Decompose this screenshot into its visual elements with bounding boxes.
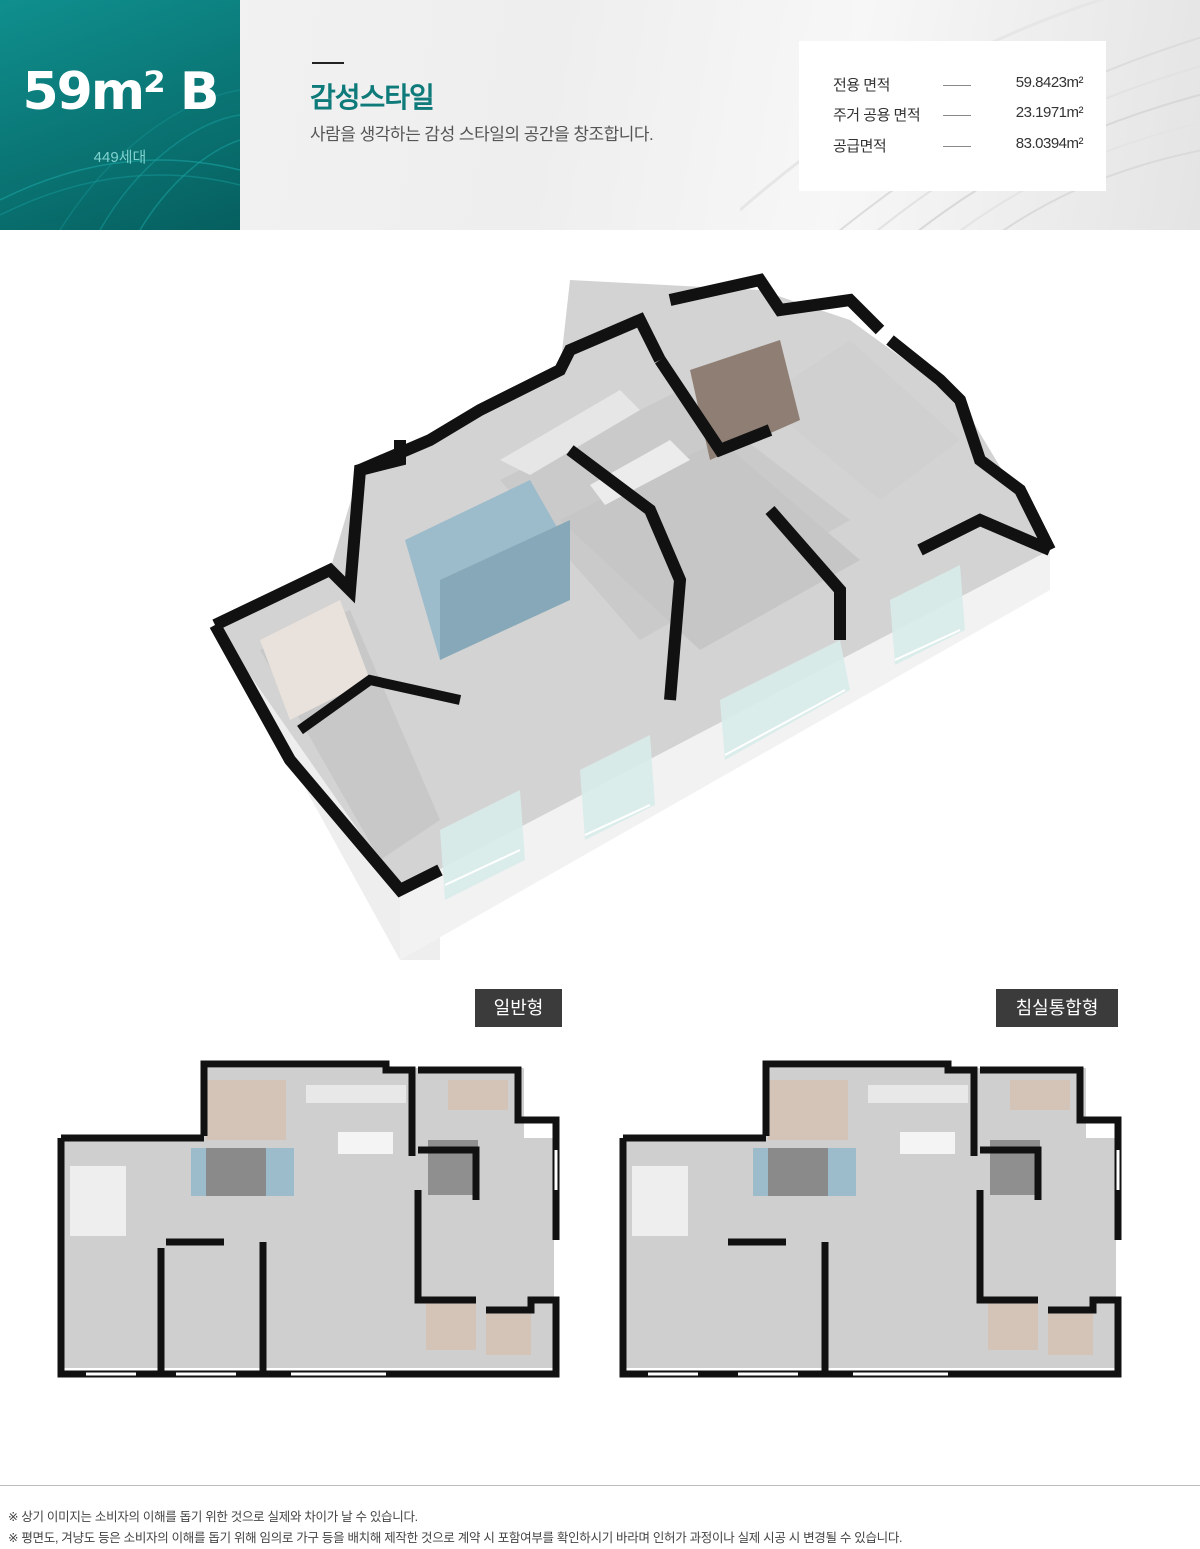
area-info-box: 전용 면적 59.8423m² 주거 공용 면적 23.1971m² 공급면적 … (799, 41, 1106, 191)
area-dash (943, 146, 971, 147)
style-description: 사람을 생각하는 감성 스타일의 공간을 창조합니다. (310, 125, 654, 144)
badge-swirl (0, 89, 240, 230)
area-row: 주거 공용 면적 23.1971m² (833, 104, 1084, 128)
area-value: 83.0394m² (1015, 135, 1084, 152)
disclaimer-note: ※ 상기 이미지는 소비자의 이해를 돕기 위한 것으로 실제와 차이가 날 수… (8, 1510, 418, 1524)
isometric-floor-plan (209, 273, 1056, 960)
unit-type-title: 59m² B (22, 62, 219, 122)
unit-badge: 59m² B 449세대 (0, 0, 240, 230)
area-label: 공급면적 (833, 138, 887, 155)
style-title: 감성스타일 (310, 82, 435, 113)
plan-type-tag-integrated-bedroom: 침실통합형 (996, 989, 1118, 1027)
area-row: 전용 면적 59.8423m² (833, 74, 1084, 98)
area-value: 59.8423m² (1015, 74, 1084, 91)
area-dash (943, 115, 971, 116)
floor-plan-general (57, 1060, 560, 1378)
plan-type-tag-general: 일반형 (475, 989, 562, 1027)
disclaimer-note: ※ 평면도, 겨냥도 등은 소비자의 이해를 돕기 위해 임의로 가구 등을 배… (8, 1531, 903, 1545)
title-accent-bar (312, 62, 344, 64)
floor-plan-integrated-bedroom (619, 1060, 1122, 1378)
area-label: 전용 면적 (833, 77, 890, 94)
area-value: 23.1971m² (1015, 104, 1084, 121)
area-row: 공급면적 83.0394m² (833, 135, 1084, 159)
area-dash (943, 85, 971, 86)
unit-count: 449세대 (93, 149, 147, 166)
footer-divider (0, 1485, 1200, 1486)
header: 59m² B 449세대 감성스타일 사람을 생각하는 감성 스타일의 공간을 … (0, 0, 1200, 230)
area-label: 주거 공용 면적 (833, 107, 921, 124)
